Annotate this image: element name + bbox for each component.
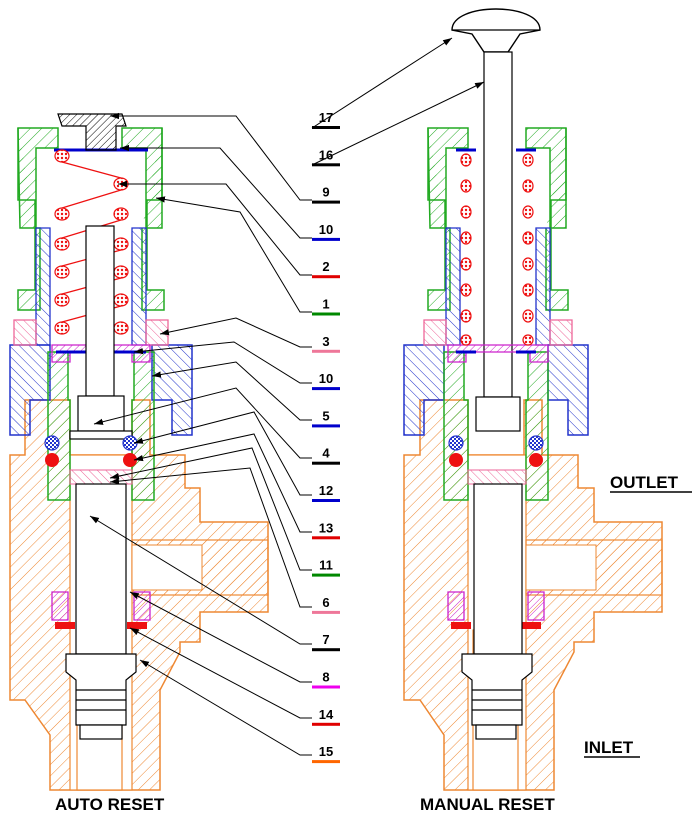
caption-manual-reset: MANUAL RESET xyxy=(420,795,555,813)
guide-cylinder xyxy=(47,351,71,501)
part-number-label: 8 xyxy=(322,670,329,685)
caption-auto-reset: AUTO RESET xyxy=(55,795,165,813)
valve-manual-reset xyxy=(403,8,663,791)
part-number-label: 17 xyxy=(319,110,333,125)
part-color-bar xyxy=(312,275,340,279)
part-color-bar xyxy=(312,499,340,502)
part-number-label: 14 xyxy=(319,707,334,722)
part-color-bar xyxy=(312,536,340,540)
part-number-label: 4 xyxy=(322,446,330,461)
part-number-label: 6 xyxy=(322,595,329,610)
part-color-bar xyxy=(312,685,340,689)
part-number-label: 1 xyxy=(322,297,329,312)
part-color-bar xyxy=(312,760,340,764)
part-number-label: 3 xyxy=(322,334,329,349)
part-number-label: 9 xyxy=(322,185,329,200)
part-number-label: 13 xyxy=(319,520,333,535)
part-color-bar xyxy=(312,349,340,353)
part-color-bar xyxy=(312,648,340,652)
part-color-bar xyxy=(312,722,340,726)
part-color-bar xyxy=(312,424,340,428)
part-color-bar xyxy=(312,387,340,391)
valve-auto-reset xyxy=(9,113,269,791)
part-color-bar xyxy=(312,573,340,577)
part-number-label: 7 xyxy=(322,632,329,647)
part-color-bar xyxy=(312,312,340,316)
adjusting-screw xyxy=(57,113,127,151)
part-number-label: 10 xyxy=(319,222,333,237)
part-color-bar xyxy=(312,461,340,465)
part-number-label: 11 xyxy=(319,558,333,573)
part-color-bar xyxy=(312,237,340,241)
label-inlet: INLET xyxy=(584,738,634,757)
part-number-label: 10 xyxy=(319,371,333,386)
part-color-bar xyxy=(312,163,340,167)
valve-stem xyxy=(65,225,137,740)
label-outlet: OUTLET xyxy=(610,473,679,492)
part-number-label: 5 xyxy=(322,408,329,423)
part-number-label: 12 xyxy=(319,483,333,498)
leader-lines xyxy=(89,37,485,756)
part-number-label: 16 xyxy=(319,147,333,162)
part-number-label: 2 xyxy=(322,259,329,274)
part-color-bar xyxy=(312,126,340,129)
manual-reset-rod xyxy=(483,51,513,398)
part-color-bar xyxy=(312,200,340,204)
part-color-bar xyxy=(312,610,340,614)
part-number-label: 15 xyxy=(319,744,333,759)
